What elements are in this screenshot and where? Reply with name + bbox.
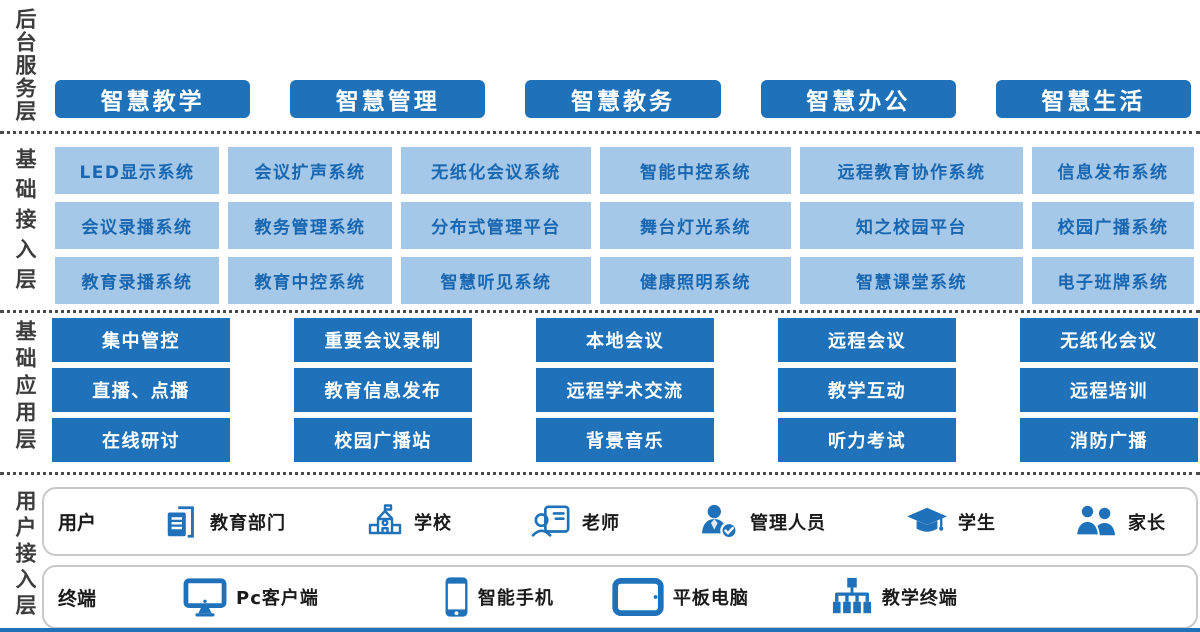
terminal-item: 教学终端	[831, 577, 958, 617]
application-box: 在线研讨	[52, 418, 230, 462]
application-box: 教学互动	[778, 368, 956, 412]
system-box: 智能中控系统	[600, 147, 791, 194]
system-box: 教育中控系统	[228, 257, 392, 304]
system-box: 健康照明系统	[600, 257, 791, 304]
application-box: 远程学术交流	[536, 368, 714, 412]
service-category-button: 智慧办公	[760, 80, 956, 118]
user-label: 学生	[958, 512, 996, 534]
smartphone-icon	[444, 576, 469, 618]
terminal-item: 智能手机	[444, 576, 554, 618]
application-box: 消防广播	[1020, 418, 1198, 462]
service-category-button: 智慧生活	[995, 80, 1192, 118]
admin-check-icon	[699, 503, 741, 541]
system-box: 智慧课堂系统	[800, 257, 1023, 304]
user-item: 学生	[905, 504, 996, 540]
system-box: 会议录播系统	[55, 202, 219, 249]
system-box: 信息发布系统	[1032, 147, 1194, 194]
application-box: 集中管控	[52, 318, 230, 362]
user-groups: 教育部门 学校 老师 管理人员 学生 家长	[163, 502, 1182, 542]
graduation-cap-icon	[905, 504, 949, 540]
layer-label-user-access: 用户接入层	[13, 490, 37, 620]
system-box: 会议扩声系统	[228, 147, 392, 194]
basic-access-layer: LED显示系统会议扩声系统无纸化会议系统智能中控系统远程教育协作系统信息发布系统…	[55, 147, 1194, 304]
layer-label-basic-application: 基础应用层	[13, 320, 37, 455]
terminals-box: 终端 Pc客户端 智能手机 平板电脑 教学终端	[42, 565, 1198, 629]
application-box: 重要会议录制	[294, 318, 472, 362]
application-box: 教育信息发布	[294, 368, 472, 412]
application-column: 重要会议录制教育信息发布校园广播站	[294, 318, 472, 462]
system-box: 远程教育协作系统	[800, 147, 1023, 194]
application-box: 无纸化会议	[1020, 318, 1198, 362]
system-box: 分布式管理平台	[401, 202, 591, 249]
terminal-groups: Pc客户端 智能手机 平板电脑 教学终端	[183, 576, 1182, 618]
system-box: 教务管理系统	[228, 202, 392, 249]
system-box: 教育录播系统	[55, 257, 219, 304]
application-column: 远程会议教学互动听力考试	[778, 318, 956, 462]
user-item: 管理人员	[699, 503, 826, 541]
users-box-title: 用户	[58, 512, 97, 534]
application-box: 本地会议	[536, 318, 714, 362]
basic-application-layer: 集中管控直播、点播在线研讨重要会议录制教育信息发布校园广播站本地会议远程学术交流…	[52, 318, 1198, 462]
user-label: 学校	[414, 512, 452, 534]
application-box: 直播、点播	[52, 368, 230, 412]
bottom-accent-bar	[0, 628, 1200, 632]
system-box: 智慧听见系统	[401, 257, 591, 304]
dotted-divider	[0, 131, 1200, 134]
terminal-label: 教学终端	[881, 588, 958, 609]
application-box: 远程会议	[778, 318, 956, 362]
system-box: 电子班牌系统	[1032, 257, 1194, 304]
system-box: 无纸化会议系统	[401, 147, 591, 194]
building-icon	[163, 503, 201, 541]
backend-service-layer: 智慧教学 智慧管理 智慧教务 智慧办公 智慧生活	[55, 80, 1192, 118]
service-category-button: 智慧管理	[290, 80, 486, 118]
system-box: 舞台灯光系统	[600, 202, 791, 249]
terminals-box-title: 终端	[58, 587, 97, 610]
user-label: 教育部门	[210, 512, 286, 534]
terminal-item: 平板电脑	[612, 578, 749, 616]
user-label: 家长	[1128, 512, 1166, 534]
user-item: 家长	[1075, 503, 1166, 541]
user-item: 老师	[531, 503, 620, 541]
application-column: 无纸化会议远程培训消防广播	[1020, 318, 1198, 462]
terminal-label: 智能手机	[477, 588, 554, 609]
system-box: 知之校园平台	[800, 202, 1023, 249]
school-icon	[365, 502, 405, 542]
application-box: 校园广播站	[294, 418, 472, 462]
service-category-button: 智慧教务	[525, 80, 721, 118]
users-box: 用户 教育部门 学校 老师 管理人员 学生 家长	[42, 487, 1198, 556]
parents-icon	[1075, 503, 1119, 541]
user-label: 老师	[582, 512, 620, 534]
system-box: LED显示系统	[55, 147, 219, 194]
user-item: 学校	[365, 502, 452, 542]
application-box: 听力考试	[778, 418, 956, 462]
application-box: 远程培训	[1020, 368, 1198, 412]
teacher-icon	[531, 503, 573, 541]
user-label: 管理人员	[750, 512, 826, 534]
dotted-divider	[0, 472, 1200, 475]
dotted-divider	[0, 310, 1200, 313]
user-item: 教育部门	[163, 503, 286, 541]
terminal-label: Pc客户端	[236, 588, 319, 609]
terminal-item: Pc客户端	[183, 577, 319, 617]
system-box: 校园广播系统	[1032, 202, 1194, 249]
application-column: 集中管控直播、点播在线研讨	[52, 318, 230, 462]
layer-label-backend-service: 后台服务层	[13, 8, 37, 123]
tablet-icon	[612, 578, 664, 616]
layer-label-basic-access: 基础接入层	[13, 148, 37, 298]
terminal-label: 平板电脑	[672, 588, 749, 609]
application-column: 本地会议远程学术交流背景音乐	[536, 318, 714, 462]
application-box: 背景音乐	[536, 418, 714, 462]
pc-monitor-icon	[183, 577, 227, 617]
service-category-button: 智慧教学	[55, 80, 251, 118]
network-tree-icon	[831, 577, 873, 617]
